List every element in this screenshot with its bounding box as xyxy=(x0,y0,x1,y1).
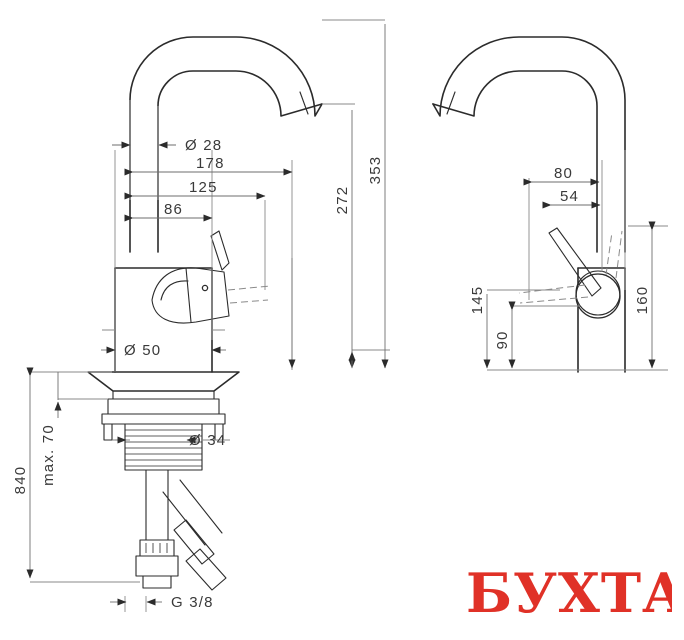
dim-label-28: Ø 28 xyxy=(185,137,222,154)
spout-side xyxy=(432,36,626,253)
spout-front xyxy=(129,36,323,253)
front-extension-lines xyxy=(30,19,390,612)
dim-54: 54 xyxy=(542,188,601,209)
dim-label-840: 840 xyxy=(12,466,29,495)
dim-label-50: Ø 50 xyxy=(124,342,161,359)
dim-label-272: 272 xyxy=(334,186,351,215)
dim-label-353: 353 xyxy=(367,156,384,185)
dim-diameter-34: Ø 34 xyxy=(112,432,226,449)
dim-diameter-50: Ø 50 xyxy=(101,342,226,359)
dim-label-90: 90 xyxy=(494,330,511,349)
dim-86: 86 xyxy=(124,201,213,222)
side-extension-lines xyxy=(487,150,668,371)
dim-145-side: 145 xyxy=(469,286,491,369)
dim-label-125: 125 xyxy=(189,179,218,196)
dim-label-g38: G 3/8 xyxy=(171,594,214,611)
watermark-text-outline: БУХТА xyxy=(466,561,672,625)
side-elevation-view: 80 54 145 90 160 xyxy=(432,36,668,373)
dim-160: 160 xyxy=(634,221,656,369)
lever-handle-side xyxy=(518,227,623,319)
dim-max-70: max. 70 xyxy=(40,372,62,486)
front-elevation-view: Ø 28 178 125 86 Ø 50 Ø xyxy=(12,19,390,612)
dim-label-178: 178 xyxy=(196,155,225,172)
dim-145-front: 145 xyxy=(288,258,296,369)
dim-label-54: 54 xyxy=(560,188,579,205)
dim-90: 90 xyxy=(494,301,516,369)
lever-handle-front xyxy=(151,230,271,324)
base-plate-front xyxy=(87,371,240,400)
dim-353: 353 xyxy=(367,24,389,369)
dim-label-80: 80 xyxy=(554,165,573,182)
dim-diameter-28: Ø 28 xyxy=(112,137,222,154)
dim-80: 80 xyxy=(523,165,600,186)
dim-label-145-side: 145 xyxy=(469,286,486,315)
dim-g38: G 3/8 xyxy=(110,594,214,611)
dim-label-max-70: max. 70 xyxy=(40,424,57,486)
dim-label-34: Ø 34 xyxy=(189,432,226,449)
supply-hoses-front xyxy=(135,469,227,591)
dim-178: 178 xyxy=(124,155,293,176)
dim-125: 125 xyxy=(124,179,266,200)
dim-label-160: 160 xyxy=(634,286,651,315)
watermark: .wmT{ font-family:"DejaVu Serif",serif; … xyxy=(462,558,672,630)
watermark-text: БУХТА xyxy=(466,561,672,625)
dim-label-86: 86 xyxy=(164,201,183,218)
dim-840: 840 xyxy=(12,367,34,579)
dim-272: 272 xyxy=(334,110,356,369)
